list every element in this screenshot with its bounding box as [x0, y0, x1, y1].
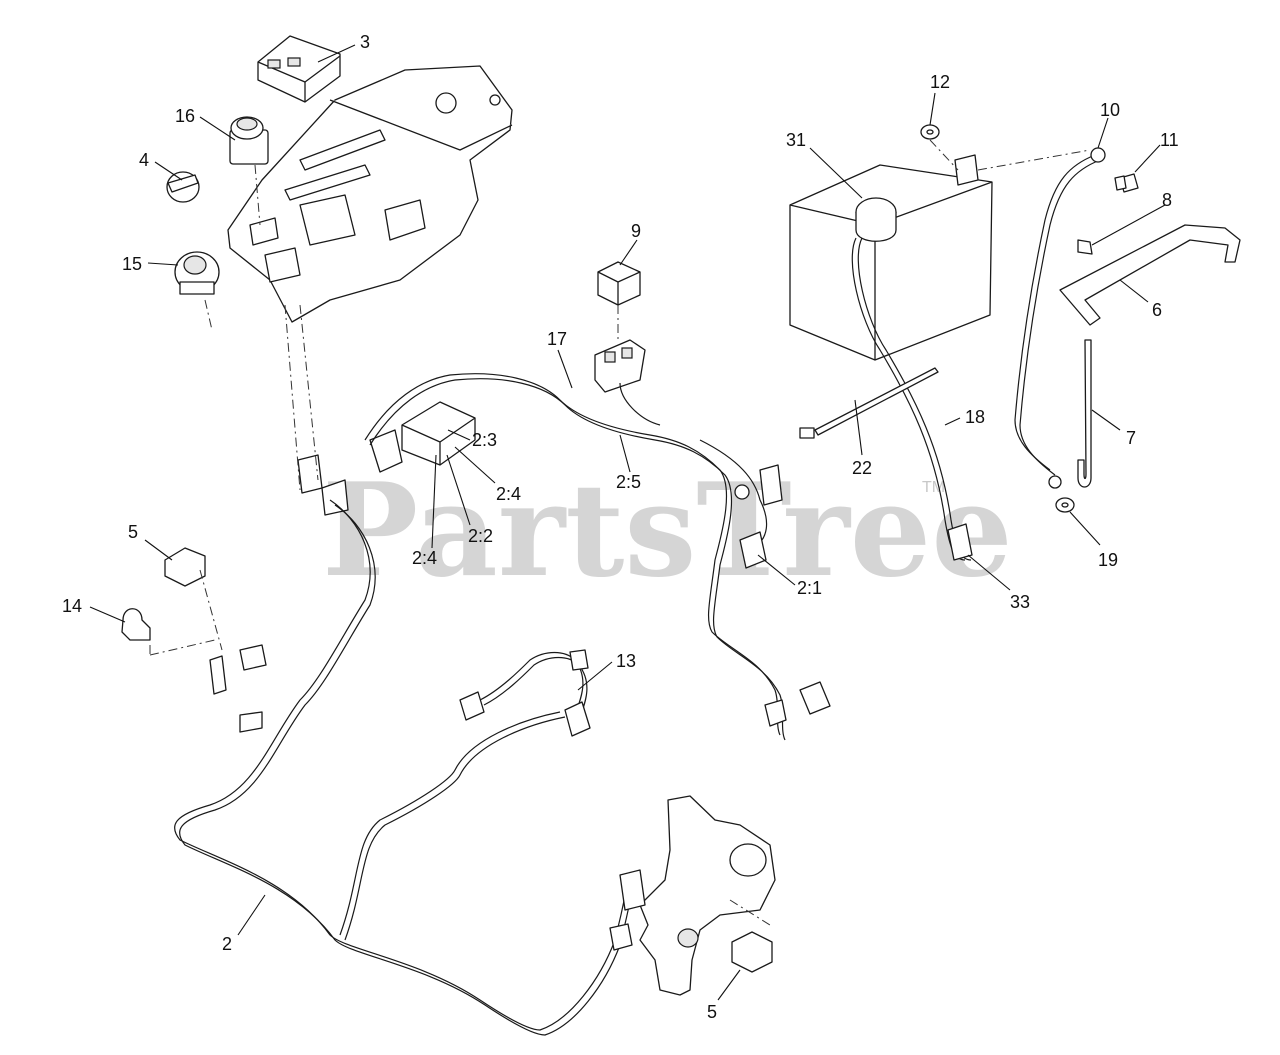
- callout-3: 3: [360, 32, 370, 52]
- ignition-switch[interactable]: [174, 251, 220, 295]
- callout-8: 8: [1162, 190, 1172, 210]
- callout-2-4-left: 2:4: [412, 548, 437, 568]
- battery-cable-positive[interactable]: [1014, 147, 1106, 489]
- harness-fuse-holder[interactable]: [739, 531, 767, 569]
- relay-socket[interactable]: [594, 339, 646, 393]
- callout-2-5: 2:5: [616, 472, 641, 492]
- j-bolt[interactable]: [1077, 339, 1092, 488]
- brake-bracket[interactable]: [609, 795, 776, 996]
- callout-11: 11: [1160, 130, 1179, 150]
- callout-2-2: 2:2: [468, 526, 493, 546]
- harness-ring-terminal[interactable]: [734, 484, 750, 500]
- terminal-bolt[interactable]: [1114, 173, 1139, 193]
- harness-connector[interactable]: [297, 429, 403, 516]
- callout-31: 31: [786, 130, 806, 150]
- watermark-text: PartsTree: [322, 456, 1013, 606]
- cable-tie[interactable]: [799, 367, 939, 439]
- harness-connector-c[interactable]: [764, 681, 831, 727]
- pto-switch[interactable]: [229, 116, 269, 165]
- callout-6: 6: [1152, 300, 1162, 320]
- washer-bottom[interactable]: [1055, 497, 1075, 513]
- leader-lines: [89, 44, 1166, 1001]
- seat-switch[interactable]: [164, 547, 206, 587]
- callout-2-1: 2:1: [797, 578, 822, 598]
- callout-10: 10: [1100, 100, 1120, 120]
- battery[interactable]: [789, 154, 993, 361]
- interlock-switch[interactable]: [121, 608, 151, 641]
- callout-16: 16: [175, 106, 195, 126]
- wing-nut[interactable]: [1077, 239, 1093, 255]
- callout-7: 7: [1126, 428, 1136, 448]
- callout-14: 14: [62, 596, 82, 616]
- assembly-lines: [149, 139, 1091, 926]
- control-panel-bracket[interactable]: [227, 65, 513, 323]
- callout-15: 15: [122, 254, 142, 274]
- callouts: 3 16 4 15 9 17 2:3 2:4 2:5 2:2 2:4 2:1 5…: [62, 32, 1179, 1022]
- callout-2-3: 2:3: [472, 430, 497, 450]
- washer-top[interactable]: [920, 124, 940, 140]
- relay[interactable]: [597, 261, 641, 306]
- sub-harness[interactable]: [459, 649, 591, 737]
- callout-18: 18: [965, 407, 985, 427]
- battery-cable-negative[interactable]: [851, 237, 973, 561]
- callout-12: 12: [930, 72, 950, 92]
- callout-33: 33: [1010, 592, 1030, 612]
- callout-2-4-right: 2:4: [496, 484, 521, 504]
- callout-5-lower: 5: [707, 1002, 717, 1022]
- ignition-key[interactable]: [166, 171, 200, 203]
- hold-down-bracket[interactable]: [1059, 224, 1241, 326]
- harness-connector-b[interactable]: [209, 644, 267, 733]
- harness-connector-a[interactable]: [759, 464, 783, 506]
- callout-17: 17: [547, 329, 567, 349]
- watermark-trademark: TM: [922, 479, 945, 496]
- callout-5-upper: 5: [128, 522, 138, 542]
- main-wire-harness: [174, 373, 786, 1036]
- callout-4: 4: [139, 150, 149, 170]
- watermark: PartsTree TM: [322, 456, 1013, 606]
- hour-meter[interactable]: [257, 35, 341, 103]
- callout-22: 22: [852, 458, 872, 478]
- callout-13: 13: [616, 651, 636, 671]
- callout-19: 19: [1098, 550, 1118, 570]
- callout-9: 9: [631, 221, 641, 241]
- callout-2: 2: [222, 934, 232, 954]
- brake-switch[interactable]: [731, 931, 773, 973]
